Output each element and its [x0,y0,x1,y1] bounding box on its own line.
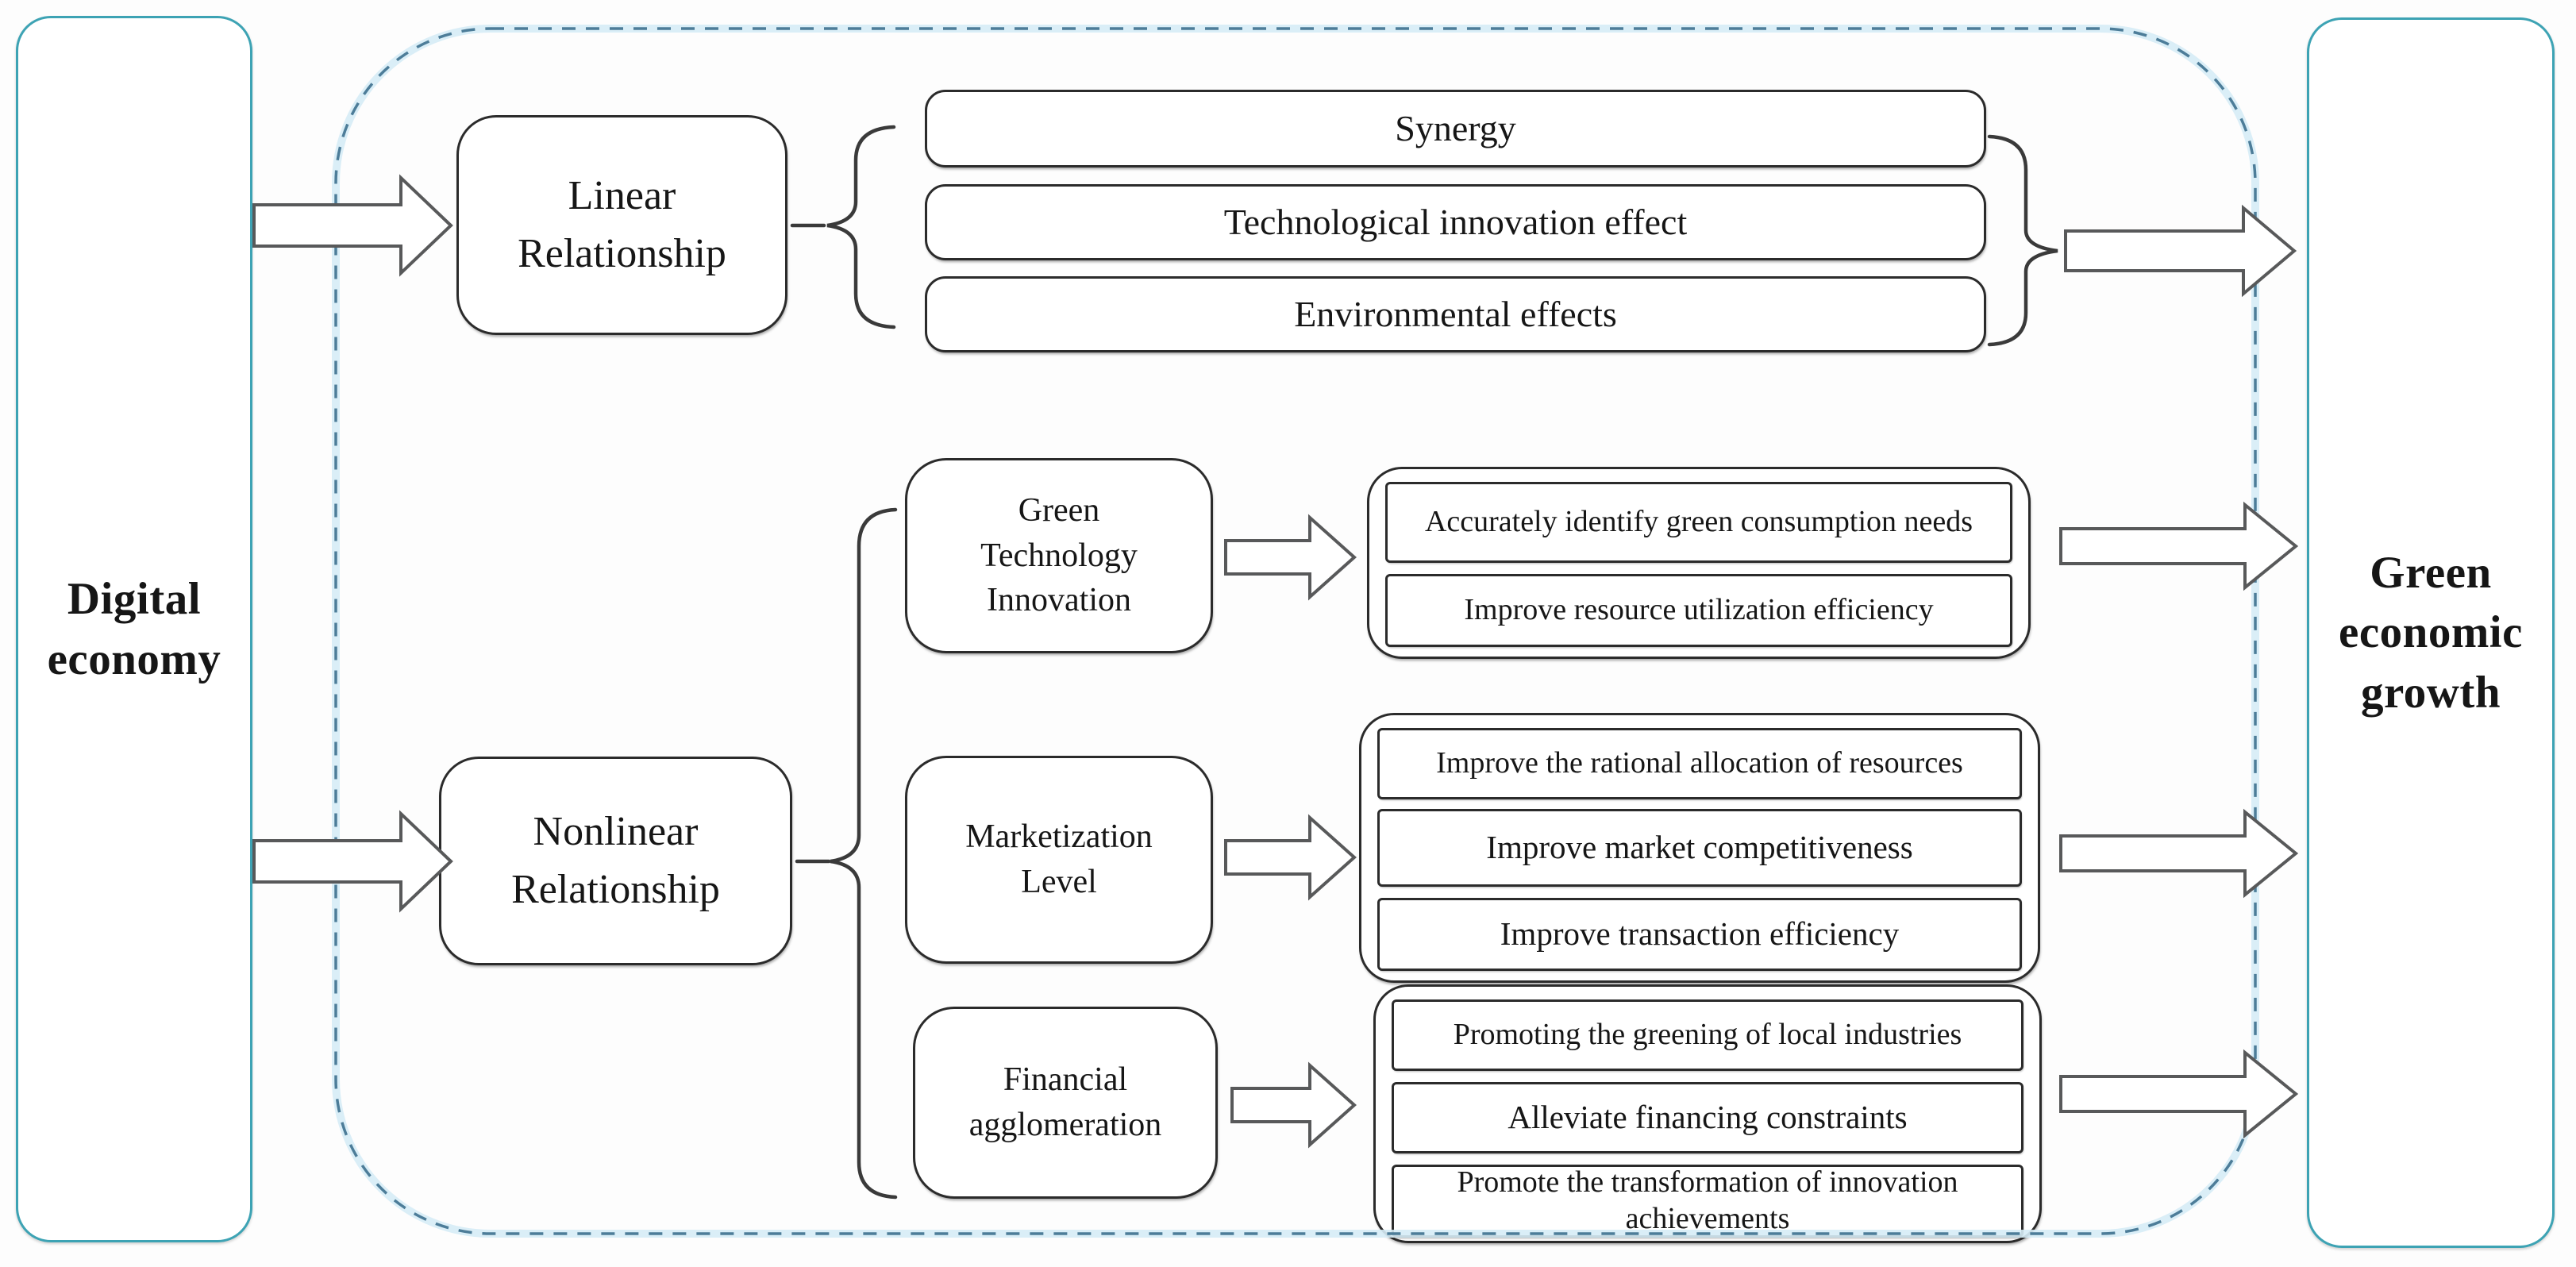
outcome-label-greening-industries: Promoting the greening of local industri… [1453,1018,1962,1052]
outcome-group-marketization: Improve the rational allocation of resou… [1359,713,2040,983]
bracket-linear-right [1987,134,2058,347]
nonlinear-relationship-label: Nonlinear Relationship [511,808,720,912]
effect-box-technological-innovation: Technological innovation effect [925,184,1986,260]
linear-relationship-label: Linear Relationship [518,172,726,276]
arrow-digital-to-nonlinear [252,810,453,913]
mechanism-label-marketization: Marketization Level [965,818,1153,900]
outcome-box-green-consumption: Accurately identify green consumption ne… [1385,482,2012,563]
arrow-outcomes-c-to-growth [2059,1049,2299,1139]
green-growth-label: Green economic growth [2339,548,2523,718]
mechanism-label-green-technology: Green Technology Innovation [980,491,1138,619]
outcome-label-market-competitiveness: Improve market competitiveness [1486,829,1913,866]
arrow-outcomes-a-to-growth [2059,501,2299,591]
effect-box-synergy: Synergy [925,90,1986,168]
arrow-digital-to-linear [252,174,453,277]
arrow-outcomes-b-to-growth [2059,808,2299,899]
mechanism-label-financial: Financial agglomeration [968,1061,1162,1143]
effect-label-technological-innovation: Technological innovation effect [1223,202,1688,243]
linear-relationship-box: Linear Relationship [456,115,787,335]
outcome-label-transaction-efficiency: Improve transaction efficiency [1500,915,1900,953]
green-growth-node: Green economic growth [2307,17,2555,1248]
arrow-green-tech-to-outcomes [1224,514,1357,601]
outcome-box-greening-industries: Promoting the greening of local industri… [1392,999,2023,1071]
outcome-box-financing-constraints: Alleviate financing constraints [1392,1082,2023,1153]
digital-economy-node: Digital economy [16,16,252,1242]
outcome-group-green-technology: Accurately identify green consumption ne… [1367,467,2031,659]
brace-linear-left [826,125,896,329]
outcome-box-innovation-achievements: Promote the transformation of innovation… [1392,1165,2023,1238]
outcome-group-financial: Promoting the greening of local industri… [1373,984,2042,1243]
outcome-box-transaction-efficiency: Improve transaction efficiency [1377,898,2022,971]
mechanism-box-financial: Financial agglomeration [913,1007,1218,1199]
arrow-linear-to-growth [2064,204,2297,298]
brace-nonlinear-left [830,507,898,1200]
nonlinear-relationship-box: Nonlinear Relationship [439,757,792,965]
outcome-box-market-competitiveness: Improve market competitiveness [1377,809,2022,887]
outcome-label-green-consumption: Accurately identify green consumption ne… [1424,505,1973,539]
mechanism-box-green-technology: Green Technology Innovation [905,458,1213,653]
outcome-box-resource-efficiency: Improve resource utilization efficiency [1385,574,2012,647]
arrow-marketization-to-outcomes [1224,814,1357,901]
effect-label-environmental: Environmental effects [1294,294,1617,335]
effect-box-environmental: Environmental effects [925,276,1986,352]
effect-label-synergy: Synergy [1395,108,1516,149]
outcome-label-resource-efficiency: Improve resource utilization efficiency [1464,593,1934,627]
mechanism-box-marketization: Marketization Level [905,756,1213,964]
outcome-label-innovation-achievements: Promote the transformation of innovation… [1457,1165,1958,1235]
outcome-label-rational-allocation: Improve the rational allocation of resou… [1436,746,1963,780]
outcome-box-rational-allocation: Improve the rational allocation of resou… [1377,728,2022,799]
arrow-financial-to-outcomes [1230,1061,1357,1149]
outcome-label-financing-constraints: Alleviate financing constraints [1507,1099,1908,1136]
digital-economy-label: Digital economy [47,574,221,684]
